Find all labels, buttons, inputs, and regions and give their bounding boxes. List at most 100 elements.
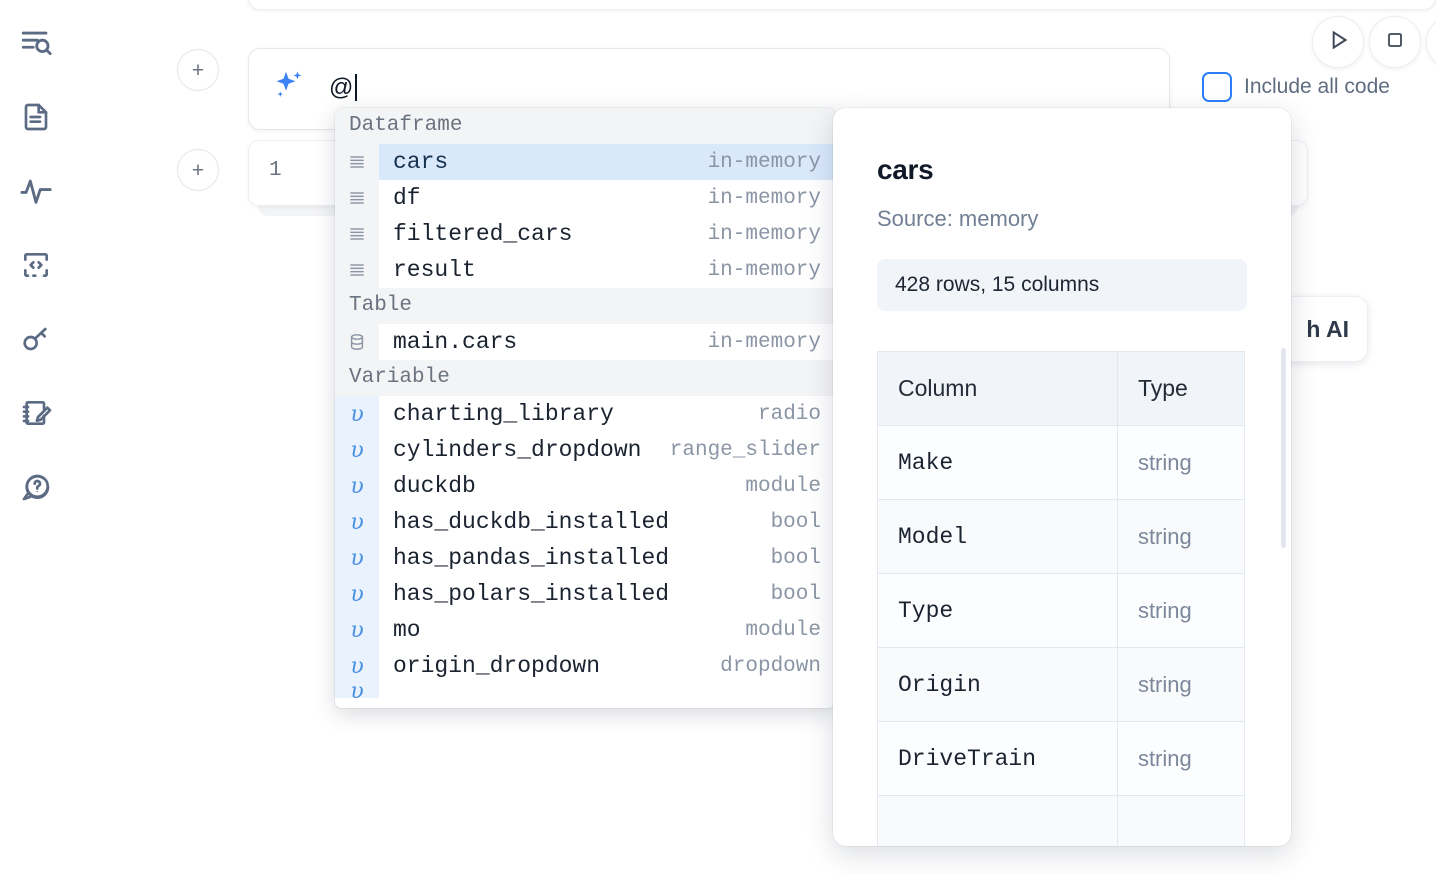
add-cell-button-bottom[interactable]: + [177, 149, 219, 191]
autocomplete-item-name: filtered_cars [393, 221, 573, 247]
autocomplete-item-type: bool [770, 582, 821, 606]
autocomplete-section-header: Dataframe [335, 108, 835, 144]
sidebar-item-secrets[interactable] [12, 314, 60, 368]
autocomplete-item-type: in-memory [707, 222, 821, 246]
run-button[interactable] [1312, 16, 1364, 68]
text-caret [354, 74, 357, 101]
plus-icon: + [191, 58, 205, 82]
more-button[interactable] [1426, 16, 1436, 68]
column-name-cell: Origin [877, 647, 1118, 722]
variable-icon: υ [335, 432, 379, 468]
column-name-cell: Make [877, 425, 1118, 500]
column-name-cell: Model [877, 499, 1118, 574]
sidebar-item-activity[interactable] [12, 166, 60, 220]
square-stop-icon [1383, 28, 1407, 57]
previous-cell [248, 0, 1436, 10]
autocomplete-item-name: charting_library [393, 401, 614, 427]
include-all-code-label: Include all code [1244, 75, 1390, 98]
ai-input-wrapper: @ [329, 71, 1151, 111]
variable-icon: υ [335, 648, 379, 684]
autocomplete-item[interactable]: cars in-memory [335, 144, 835, 180]
autocomplete-item-type: module [745, 474, 821, 498]
autocomplete-item[interactable]: υ origin_dropdown dropdown [335, 648, 835, 684]
document-icon [20, 101, 52, 138]
include-all-code-row[interactable]: Include all code [1202, 72, 1390, 102]
autocomplete-item[interactable]: υ charting_library radio [335, 396, 835, 432]
autocomplete-item-type: dropdown [720, 654, 821, 678]
play-icon [1325, 27, 1351, 58]
sidebar-item-help[interactable] [12, 462, 60, 516]
variable-icon: υ [335, 468, 379, 504]
autocomplete-item-name: has_polars_installed [393, 581, 670, 607]
variable-icon: υ [335, 396, 379, 432]
notebook-edit-icon [20, 397, 52, 434]
autocomplete-item-name: mo [393, 617, 421, 643]
variable-icon: υ [335, 612, 379, 648]
column-type-cell: string [1116, 721, 1246, 796]
line-number: 1 [269, 159, 282, 182]
sidebar-item-scratchpad[interactable] [12, 388, 60, 442]
dataframe-icon [335, 180, 379, 216]
column-type-cell: string [1116, 573, 1246, 648]
column-type-cell [1116, 795, 1246, 846]
database-icon [335, 324, 379, 360]
documentation-panel: cars Source: memory 428 rows, 15 columns… [833, 108, 1291, 846]
snippets-code-icon [20, 249, 52, 286]
variable-icon: υ [335, 504, 379, 540]
autocomplete-item-name: duckdb [393, 473, 476, 499]
doc-source: Source: memory [877, 206, 1039, 231]
dataframe-icon [335, 216, 379, 252]
autocomplete-item-type: in-memory [707, 150, 821, 174]
column-name-cell [877, 795, 1118, 846]
column-type-cell: string [1116, 499, 1246, 574]
dataframe-icon [335, 144, 379, 180]
autocomplete-item-type: in-memory [707, 186, 821, 210]
left-icon-rail [0, 0, 72, 874]
autocomplete-section-header: Table [335, 288, 835, 324]
autocomplete-item-name: cars [393, 149, 449, 175]
autocomplete-item-name: has_pandas_installed [393, 545, 670, 571]
autocomplete-item-type: range_slider [669, 438, 821, 462]
doc-scrollbar[interactable] [1281, 348, 1286, 548]
autocomplete-item-name: main.cars [393, 329, 518, 355]
sparkle-icon [271, 67, 307, 103]
column-type-cell: string [1116, 647, 1246, 722]
autocomplete-item[interactable]: filtered_cars in-memory [335, 216, 835, 252]
table-column-header: Type [1116, 351, 1246, 426]
activity-icon [19, 174, 53, 213]
autocomplete-item-name: result [393, 257, 476, 283]
autocomplete-item-type: radio [757, 402, 821, 426]
sidebar-item-snippets[interactable] [12, 240, 60, 294]
add-cell-button-top[interactable]: + [177, 49, 219, 91]
sidebar-item-notebook[interactable] [12, 92, 60, 146]
autocomplete-section-header: Variable [335, 360, 835, 396]
ai-prompt-input[interactable]: @ [329, 74, 354, 101]
stop-button[interactable] [1369, 16, 1421, 68]
plus-icon: + [191, 158, 205, 182]
chat-with-ai-label: h AI [1306, 315, 1349, 342]
key-secrets-icon [20, 323, 52, 360]
autocomplete-item-name: origin_dropdown [393, 653, 601, 679]
autocomplete-item-clipped[interactable]: υ [335, 684, 835, 698]
dataframe-icon [335, 252, 379, 288]
column-name-cell: DriveTrain [877, 721, 1118, 796]
include-all-code-checkbox[interactable] [1202, 72, 1232, 102]
doc-title: cars [877, 154, 934, 185]
sidebar-item-explore[interactable] [12, 18, 60, 72]
